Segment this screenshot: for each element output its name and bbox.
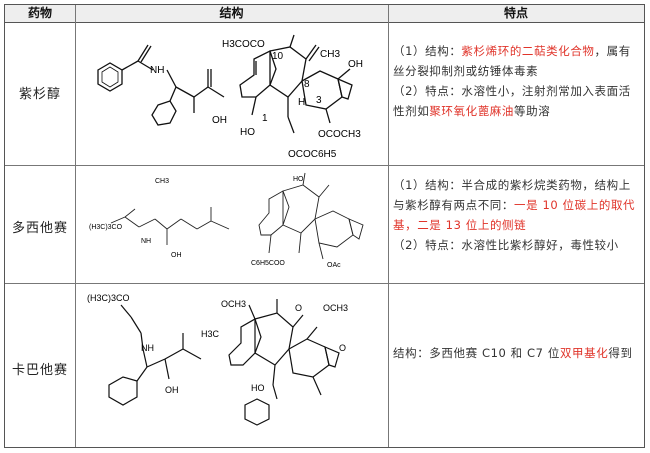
docetaxel-structure-diagram: (H3C)3CO NH OH CH3 C6H5COO OAc HO	[89, 172, 364, 269]
cabazitaxel-features: 结构：多西他赛 C10 和 C7 位双甲基化得到	[393, 343, 641, 363]
docetaxel-features: （1）结构：半合成的紫杉烷类药物，结构上与紫杉醇有两点不同：一是 10 位碳上的…	[393, 175, 641, 255]
drug-name-docetaxel: 多西他赛	[11, 221, 68, 236]
struct-label-obz: C6H5COO	[251, 260, 285, 267]
paclitaxel-structure: OH NH H3COCO 10 8 3 1 HO H OCOCH3 OCOC6H…	[80, 25, 385, 163]
column-divider	[388, 5, 389, 447]
struct-label-acetyl: H3COCO	[222, 39, 265, 50]
feature-highlight: 双甲基化	[559, 346, 609, 360]
feature-text: ，属有丝分裂抑制剂或纺锤体毒素	[393, 44, 631, 78]
struct-label-ome2: OCH3	[323, 303, 348, 313]
header-structure: 结构	[219, 6, 244, 20]
struct-label-ome1: OCH3	[221, 299, 246, 309]
docetaxel-structure: (H3C)3CO NH OH CH3 C6H5COO OAc HO	[83, 169, 383, 281]
paclitaxel-structure-diagram: OH NH H3COCO 10 8 3 1 HO H OCOCH3 OCOC6H…	[97, 34, 363, 160]
feature-text: （2）特点：水溶性比紫杉醇好，毒性较小	[393, 238, 619, 252]
row-divider	[5, 283, 644, 284]
drug-name-cabazitaxel: 卡巴他赛	[11, 363, 68, 378]
struct-label-nh: NH	[141, 343, 154, 353]
cabazitaxel-structure-diagram: (H3C)3CO NH OCH3 OCH3 H3C OH HO O O	[87, 293, 348, 426]
table-header: 药物 结构 特点	[5, 5, 644, 23]
struct-label-obz: OCOC6H5	[288, 149, 337, 160]
struct-label-h: H	[298, 97, 305, 108]
row-divider	[5, 165, 644, 166]
feature-highlight: 一是 10 位碳上的取代基，二是 13 位上的侧链	[393, 198, 636, 232]
feature-text: 结构：多西他赛 C10 和 C7 位	[393, 346, 560, 360]
feature-text: （2）特点：水溶性小，注射剂常加入表面活性剂如	[393, 84, 631, 118]
struct-label-ho: HO	[240, 127, 255, 138]
struct-label-ch3: CH3	[320, 49, 340, 60]
header-drug: 药物	[27, 6, 52, 20]
column-divider	[75, 5, 76, 447]
drug-name-paclitaxel: 紫杉醇	[18, 87, 61, 102]
struct-label-boc: (H3C)3CO	[87, 293, 130, 303]
paclitaxel-features: （1）结构：紫杉烯环的二萜类化合物，属有丝分裂抑制剂或纺锤体毒素 （2）特点：水…	[393, 41, 641, 121]
cabazitaxel-structure: (H3C)3CO NH OCH3 OCH3 H3C OH HO O O	[81, 287, 386, 445]
feature-text: 得到	[608, 346, 633, 360]
feature-highlight: 紫杉烯环的二萜类化合物	[461, 44, 595, 58]
feature-text: （1）结构：	[393, 44, 462, 58]
struct-label-c1: 1	[262, 113, 268, 124]
struct-label-o2: O	[339, 343, 346, 353]
struct-label-oh2: OH	[348, 59, 363, 70]
struct-label-c10: 10	[272, 51, 284, 62]
feature-highlight: 聚环氧化蓖麻油	[429, 104, 515, 118]
struct-label-c8: 8	[304, 79, 310, 90]
struct-label-oh: OH	[171, 252, 182, 259]
drug-table: 药物 结构 特点 紫杉醇	[4, 4, 645, 448]
struct-label-oac: OAc	[327, 262, 341, 269]
struct-label-ho: HO	[293, 176, 304, 183]
struct-label-oh: OH	[212, 115, 227, 126]
struct-label-nh: NH	[141, 238, 151, 245]
struct-label-boc: (H3C)3CO	[89, 224, 123, 231]
struct-label-oh: OH	[165, 385, 179, 395]
struct-label-nh: NH	[150, 65, 164, 76]
struct-label-ho: HO	[251, 383, 265, 393]
struct-label-ch3: CH3	[155, 178, 169, 185]
struct-label-h3c: H3C	[201, 329, 220, 339]
struct-label-c3: 3	[316, 95, 322, 106]
feature-text: （1）结构：半合成的紫杉烷类药物，结构上与紫杉醇有两点不同：	[393, 178, 631, 212]
struct-label-oac: OCOCH3	[318, 129, 361, 140]
struct-label-o1: O	[295, 303, 302, 313]
feature-text: 等助溶	[514, 104, 551, 118]
header-features: 特点	[503, 6, 528, 20]
